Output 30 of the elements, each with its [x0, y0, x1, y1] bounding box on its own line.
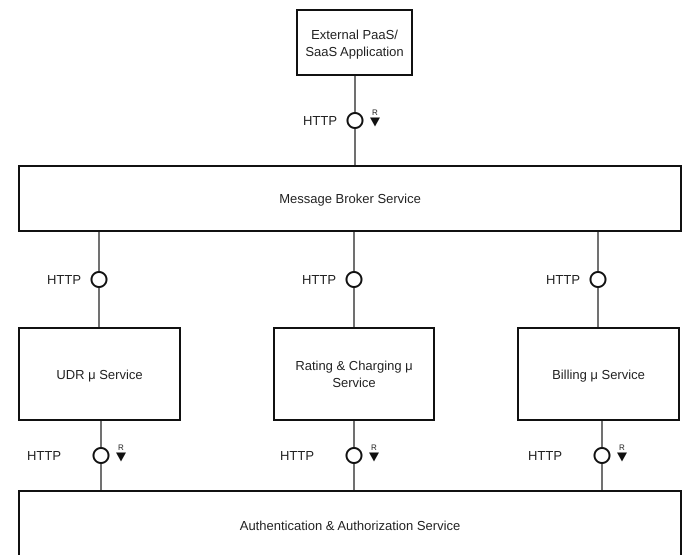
request-label: R [371, 442, 377, 452]
connector-line [353, 232, 355, 327]
edge-label: HTTP [546, 272, 580, 286]
node-label: Message Broker Service [279, 190, 421, 207]
service-box [273, 327, 435, 421]
edge-label: HTTP [302, 272, 336, 286]
node-label: Rating & Charging μ Service [294, 357, 414, 391]
node-label: External PaaS/ SaaS Application [304, 26, 405, 60]
service-box [296, 9, 413, 76]
connector-line [601, 421, 603, 490]
request-label: R [118, 442, 124, 452]
connector-line [353, 421, 355, 490]
node-label: Billing μ Service [552, 366, 645, 382]
connector-line [354, 76, 356, 165]
node-label: Authentication & Authorization Service [240, 516, 460, 534]
service-box [18, 327, 181, 421]
connector-line [100, 421, 102, 490]
service-box [18, 165, 682, 232]
edge-label: HTTP [528, 448, 562, 462]
edge-label: HTTP [303, 112, 337, 128]
service-box [517, 327, 680, 421]
request-label: R [619, 442, 625, 452]
edge-label: HTTP [27, 448, 61, 462]
service-box [18, 490, 682, 555]
edge-label: HTTP [280, 448, 314, 462]
connector-line [98, 232, 100, 327]
edge-label: HTTP [47, 272, 81, 286]
node-label: UDR μ Service [56, 366, 143, 382]
request-label: R [372, 108, 378, 116]
connector-line [597, 232, 599, 327]
